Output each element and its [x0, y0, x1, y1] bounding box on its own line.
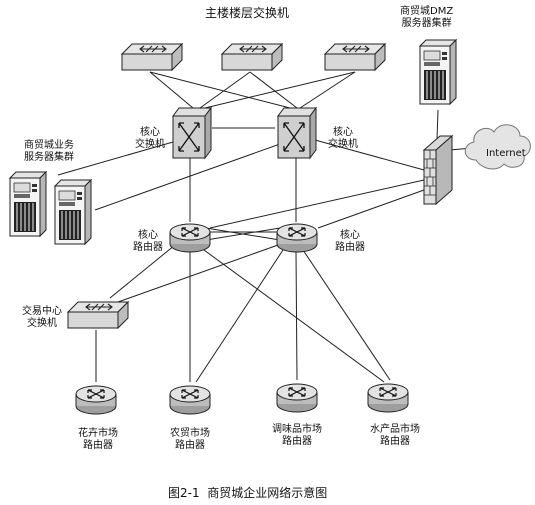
- link-router-left-trade-switch: [109, 244, 176, 299]
- core-switch-right-label: 核心 交换机: [328, 127, 358, 150]
- link-firewall-router-right: [317, 189, 425, 229]
- spice-market-router-label: 调味品市场 路由器: [272, 424, 322, 447]
- link-floor2-core-right: [249, 71, 298, 109]
- business-server-2: [54, 179, 92, 245]
- link-router-left-aquatic: [203, 249, 385, 383]
- flower-market-router: [75, 385, 117, 415]
- link-firewall-core-right: [314, 139, 425, 171]
- core-switch-left-label: 核心 交换机: [135, 127, 165, 150]
- firewall-icon: [422, 134, 454, 206]
- figure-caption: 图2-1 商贸城企业网络示意图: [168, 486, 328, 500]
- business-cluster-label: 商贸城业务 服务器集群: [24, 140, 74, 163]
- link-floor2-core-left: [199, 71, 251, 109]
- core-router-right: [276, 223, 318, 253]
- aquatic-market-router-label: 水产品市场 路由器: [370, 424, 420, 447]
- link-firewall-router-left: [209, 179, 425, 229]
- dmz-server: [419, 39, 457, 105]
- core-switch-right: [277, 107, 317, 159]
- internet-cloud-icon: [464, 124, 531, 170]
- link-router-right-aquatic: [302, 249, 391, 381]
- trade-center-switch-label: 交易中心 交换机: [22, 306, 62, 329]
- floor-switch-3: [324, 43, 386, 71]
- dmz-cluster-label: 商贸城DMZ 服务器集群: [400, 6, 454, 29]
- internet-label: Internet: [486, 148, 526, 159]
- link-floor3-core-right: [299, 71, 356, 109]
- core-router-left-label: 核心 路由器: [133, 230, 163, 253]
- business-server-1: [9, 171, 47, 237]
- link-business-core-right: [94, 143, 281, 211]
- link-floor3-core-left: [204, 71, 356, 109]
- link-router-right-farm: [195, 249, 284, 383]
- core-router-left: [169, 223, 211, 253]
- link-router-right-trade-switch: [117, 244, 279, 303]
- core-router-right-label: 核心 路由器: [335, 230, 365, 253]
- link-router-right-spice: [295, 251, 298, 381]
- floor-switch-1: [121, 43, 183, 71]
- links: [57, 71, 473, 383]
- top-label: 主楼楼层交换机: [205, 6, 290, 20]
- spice-market-router: [276, 383, 318, 413]
- core-switch-left: [172, 107, 212, 159]
- aquatic-market-router: [367, 383, 409, 413]
- link-floor1-core-left: [149, 71, 194, 109]
- trade-center-switch: [67, 301, 129, 329]
- link-router-cross-b: [205, 227, 281, 241]
- farm-market-router: [169, 385, 211, 415]
- link-firewall-dmz: [436, 109, 439, 141]
- link-floor1-core-right: [149, 71, 291, 109]
- farm-market-router-label: 农贸市场 路由器: [170, 428, 210, 451]
- link-business-core-left: [57, 141, 174, 176]
- flower-market-router-label: 花卉市场 路由器: [78, 428, 118, 451]
- floor-switch-2: [221, 43, 283, 71]
